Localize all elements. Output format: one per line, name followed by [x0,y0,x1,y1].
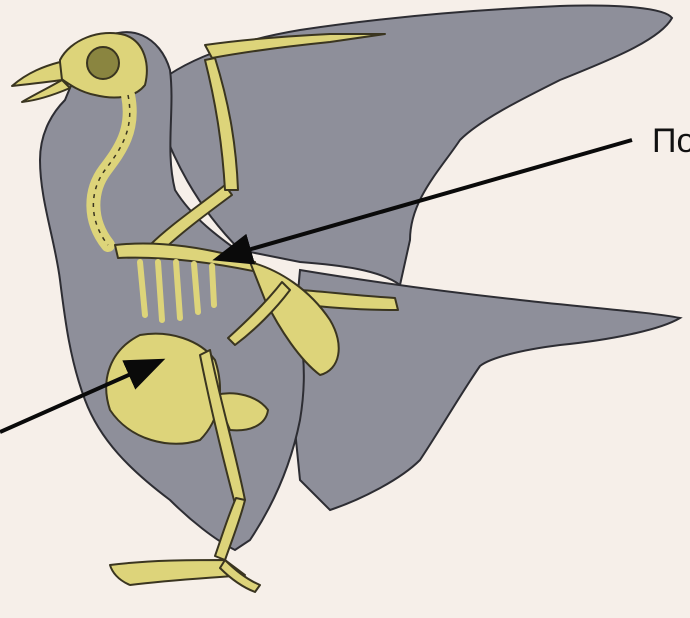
eye-socket [87,47,119,79]
beak-bone [12,62,62,86]
diagram-label-right: По [652,122,690,161]
